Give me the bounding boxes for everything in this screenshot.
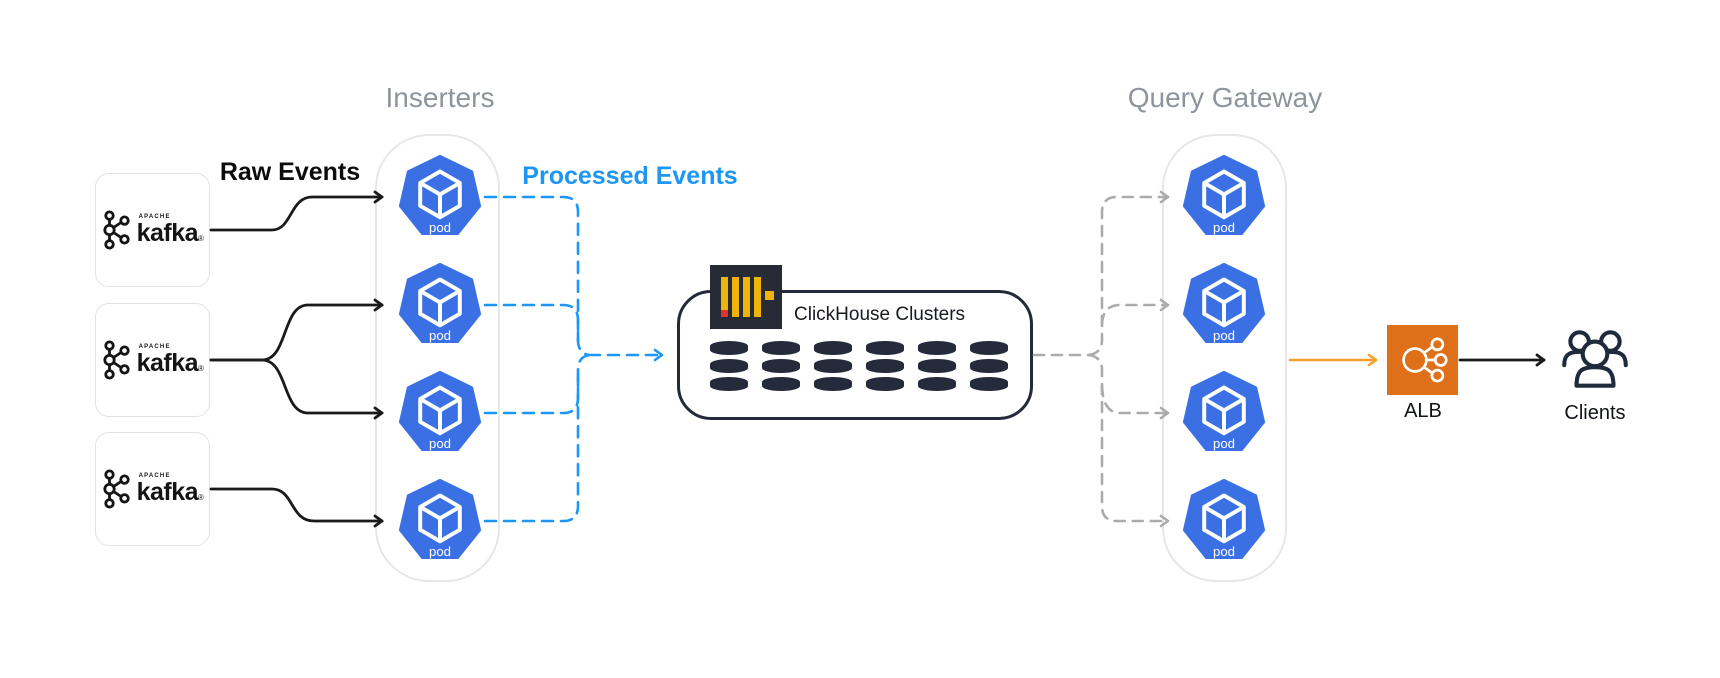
- processed-events-label: Processed Events: [522, 162, 738, 190]
- edge-stem-qpod2: [1100, 298, 1170, 326]
- inserter-pod-3: pod: [398, 370, 482, 451]
- edge-inserter-pod1-merge: [483, 195, 591, 357]
- kafka-registered-mark: ®: [198, 234, 204, 243]
- edge-stem-qpod1: [1087, 190, 1170, 357]
- pod-label: pod: [1213, 220, 1235, 235]
- alb-icon: [1387, 325, 1458, 395]
- raw-events-label: Raw Events: [219, 158, 361, 186]
- query-pod-2: pod: [1182, 262, 1266, 343]
- inserter-pod-2: pod: [398, 262, 482, 343]
- kafka-wordmark: APACHE kafka®: [137, 214, 204, 246]
- pod-label: pod: [1213, 328, 1235, 343]
- database-cylinder-icon: [710, 341, 748, 391]
- pod-label: pod: [429, 220, 451, 235]
- kafka-wordmark: APACHE kafka®: [137, 473, 204, 505]
- query-pod-3: pod: [1182, 370, 1266, 451]
- inserter-pod-4: pod: [398, 478, 482, 559]
- edge-kafka1-pod1: [209, 190, 384, 232]
- edge-inserter-pod4-merge: [483, 353, 591, 523]
- kafka-logo-icon: [102, 340, 130, 380]
- load-balancer-glyph: [1401, 337, 1448, 383]
- kafka-apache-label: APACHE: [138, 473, 171, 479]
- kafka-node-1: APACHE kafka®: [95, 173, 210, 287]
- clickhouse-box: ClickHouse Clusters: [677, 265, 1033, 420]
- clickhouse-logo-icon: [710, 265, 782, 329]
- database-cylinder-icon: [866, 341, 904, 391]
- query-pod-4: pod: [1182, 478, 1266, 559]
- inserters-title: Inserters: [385, 82, 495, 113]
- kafka-brand-label: kafka: [136, 219, 199, 247]
- kafka-logo-icon: [102, 210, 130, 250]
- database-cylinder-icon: [970, 341, 1008, 391]
- query-gateway-title: Query Gateway: [1127, 82, 1323, 113]
- edge-stem-qpod4: [1087, 353, 1170, 528]
- clients-icon: [1562, 330, 1628, 388]
- alb-label: ALB: [1404, 400, 1442, 422]
- edge-kafka3-pod4: [209, 487, 384, 528]
- edge-kafka2-pod3: [209, 358, 384, 420]
- kafka-brand-label: kafka: [136, 478, 199, 506]
- database-cylinders: [708, 341, 1010, 391]
- query-pod-1: pod: [1182, 154, 1266, 235]
- database-cylinder-icon: [814, 341, 852, 391]
- kafka-node-2: APACHE kafka®: [95, 303, 210, 417]
- pod-label: pod: [1213, 436, 1235, 451]
- database-cylinder-icon: [918, 341, 956, 391]
- pod-label: pod: [429, 436, 451, 451]
- kafka-apache-label: APACHE: [138, 344, 171, 350]
- database-cylinder-icon: [762, 341, 800, 391]
- kafka-brand-label: kafka: [136, 349, 199, 377]
- kafka-registered-mark: ®: [198, 364, 204, 373]
- pod-label: pod: [429, 328, 451, 343]
- pod-label: pod: [1213, 544, 1235, 559]
- pod-label: pod: [429, 544, 451, 559]
- edge-kafka2-pod2: [209, 298, 384, 362]
- clients-label: Clients: [1564, 402, 1626, 424]
- edge-stem-qpod3: [1100, 384, 1170, 420]
- kafka-wordmark: APACHE kafka®: [137, 344, 204, 376]
- kafka-registered-mark: ®: [198, 493, 204, 502]
- kafka-logo-icon: [102, 469, 130, 509]
- inserter-pod-1: pod: [398, 154, 482, 235]
- clickhouse-clusters-label: ClickHouse Clusters: [794, 304, 966, 325]
- kafka-apache-label: APACHE: [138, 214, 171, 220]
- kafka-node-3: APACHE kafka®: [95, 432, 210, 546]
